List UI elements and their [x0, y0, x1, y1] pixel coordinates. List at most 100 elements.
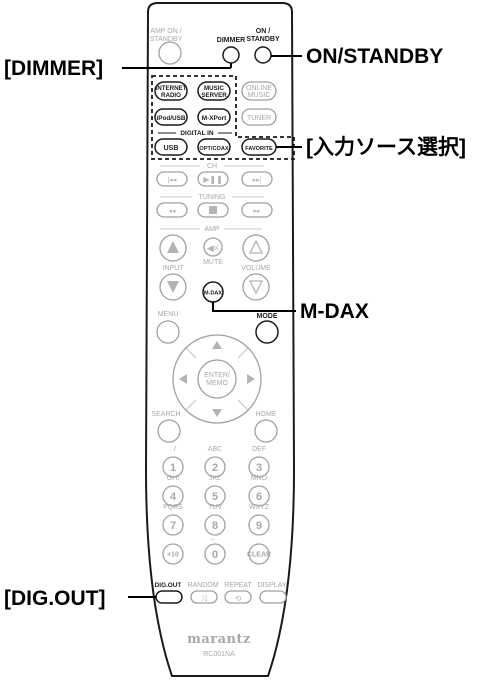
key-letters-label: . /: [170, 446, 176, 453]
digital-in-label: DIGITAL IN: [180, 130, 214, 137]
key-4-button[interactable]: [162, 485, 184, 507]
key-label: 6: [256, 491, 262, 503]
key-7-button[interactable]: [162, 514, 184, 536]
m-dax-callout-line: [212, 302, 296, 312]
enter-memo-button[interactable]: [197, 359, 237, 399]
volume-down-button[interactable]: [242, 273, 270, 301]
mute-icon: ◀×: [207, 243, 219, 253]
key-6-button[interactable]: [248, 485, 270, 507]
tuner-button[interactable]: [241, 108, 277, 126]
on-standby-label: ON /: [256, 28, 270, 35]
right-arrow-icon[interactable]: [247, 374, 255, 384]
key-letters-label: _ *: [210, 533, 220, 540]
amp-on-standby-label-2: STANDBY: [150, 36, 183, 43]
key-letters-label: JKL: [209, 475, 221, 482]
dpad-divider-3: [185, 399, 197, 411]
skip-back-button[interactable]: [156, 171, 188, 187]
key-letters-label: DEF: [252, 446, 266, 453]
play-pause-icon: ▶❚❚: [203, 175, 223, 184]
skip-back-icon: |◂◂: [168, 177, 177, 184]
skip-forward-button[interactable]: [241, 171, 273, 187]
online-music-label-2: MUSIC: [248, 92, 271, 99]
source-select-region: [151, 75, 295, 160]
dpad-divider-1: [185, 347, 197, 359]
tuner-label: TUNER: [247, 115, 271, 122]
key-3-button[interactable]: [248, 456, 270, 478]
stop-icon: [209, 206, 217, 214]
mode-button[interactable]: [255, 320, 279, 344]
m-dax-button-label: M-DAX: [204, 291, 223, 297]
usb-button[interactable]: [154, 138, 188, 156]
opt-coax-label: OPT/COAX: [199, 146, 228, 152]
on-standby-button[interactable]: [254, 46, 272, 64]
key-clear-button[interactable]: [248, 543, 270, 565]
internet-radio-label-2: RADIO: [161, 92, 181, 99]
mode-label: MODE: [257, 313, 278, 320]
online-music-button[interactable]: [241, 81, 277, 101]
key-label: 0: [212, 549, 218, 561]
display-button[interactable]: [259, 590, 287, 604]
repeat-button[interactable]: [224, 590, 252, 604]
favorite-label: FAVORITE: [245, 146, 273, 152]
key-9-button[interactable]: [248, 514, 270, 536]
menu-label: MENU: [158, 311, 179, 318]
enter-memo-label-2: MEMO: [206, 380, 228, 387]
home-button[interactable]: [254, 419, 278, 443]
brand-logo: marantz: [187, 632, 251, 647]
source-select-callout: [入力ソース選択]: [306, 135, 466, 159]
random-button[interactable]: [190, 590, 218, 604]
dig-out-button[interactable]: [155, 590, 183, 604]
home-label: HOME: [256, 411, 277, 418]
play-pause-button[interactable]: [197, 171, 229, 187]
internet-radio-label: INTERNET: [156, 85, 187, 92]
dig-out-label: DIG.OUT: [155, 582, 182, 589]
mute-button[interactable]: [203, 237, 223, 257]
key-2-button[interactable]: [204, 456, 226, 478]
volume-down-icon: [248, 280, 264, 295]
online-music-label: ONLINE: [246, 85, 272, 92]
key-letters-label: TUV: [208, 504, 222, 511]
shuffle-icon: ⤨: [201, 594, 208, 603]
key-letters-label: ABC: [208, 446, 222, 453]
key-letters-label: PQRS: [163, 504, 183, 511]
key-5-button[interactable]: [204, 485, 226, 507]
key-label: 8: [212, 520, 218, 532]
music-server-label-2: SERVER: [201, 92, 227, 99]
tuning-label-bg: [192, 192, 232, 200]
search-button[interactable]: [157, 419, 181, 443]
dig-out-callout: [DIG.OUT]: [4, 587, 105, 610]
music-server-button[interactable]: [197, 81, 231, 101]
dimmer-callout: [DIMMER]: [4, 57, 103, 80]
m-xport-button[interactable]: [197, 108, 231, 126]
amp-on-standby-button[interactable]: [158, 41, 182, 65]
key-1-button[interactable]: [162, 456, 184, 478]
key-plus10-button[interactable]: [162, 543, 184, 565]
input-up-icon: [167, 241, 179, 253]
ipod-usb-button[interactable]: [154, 108, 188, 126]
key-label: +10: [167, 552, 179, 559]
key-0-button[interactable]: [204, 543, 226, 565]
internet-radio-button[interactable]: [154, 81, 188, 101]
input-label: INPUT: [163, 265, 185, 272]
key-8-button[interactable]: [204, 514, 226, 536]
up-arrow-icon[interactable]: [212, 341, 222, 349]
volume-up-icon: [248, 239, 264, 254]
input-down-icon: [167, 281, 179, 293]
key-label: 5: [212, 491, 218, 503]
amp-label: AMP: [204, 226, 220, 233]
repeat-label: REPEAT: [224, 582, 252, 589]
menu-button[interactable]: [156, 320, 180, 344]
volume-up-button[interactable]: [242, 234, 270, 262]
rewind-button[interactable]: [156, 202, 188, 218]
down-arrow-icon[interactable]: [212, 409, 222, 417]
key-label: 7: [170, 520, 176, 532]
random-label: RANDOM: [187, 582, 218, 589]
ch-label: CH: [207, 163, 217, 170]
left-arrow-icon[interactable]: [179, 374, 187, 384]
dimmer-button[interactable]: [222, 46, 240, 64]
opt-coax-button[interactable]: [197, 138, 231, 156]
usb-label: USB: [164, 145, 179, 152]
fast-forward-button[interactable]: [241, 202, 273, 218]
search-label: SEARCH: [151, 411, 180, 418]
